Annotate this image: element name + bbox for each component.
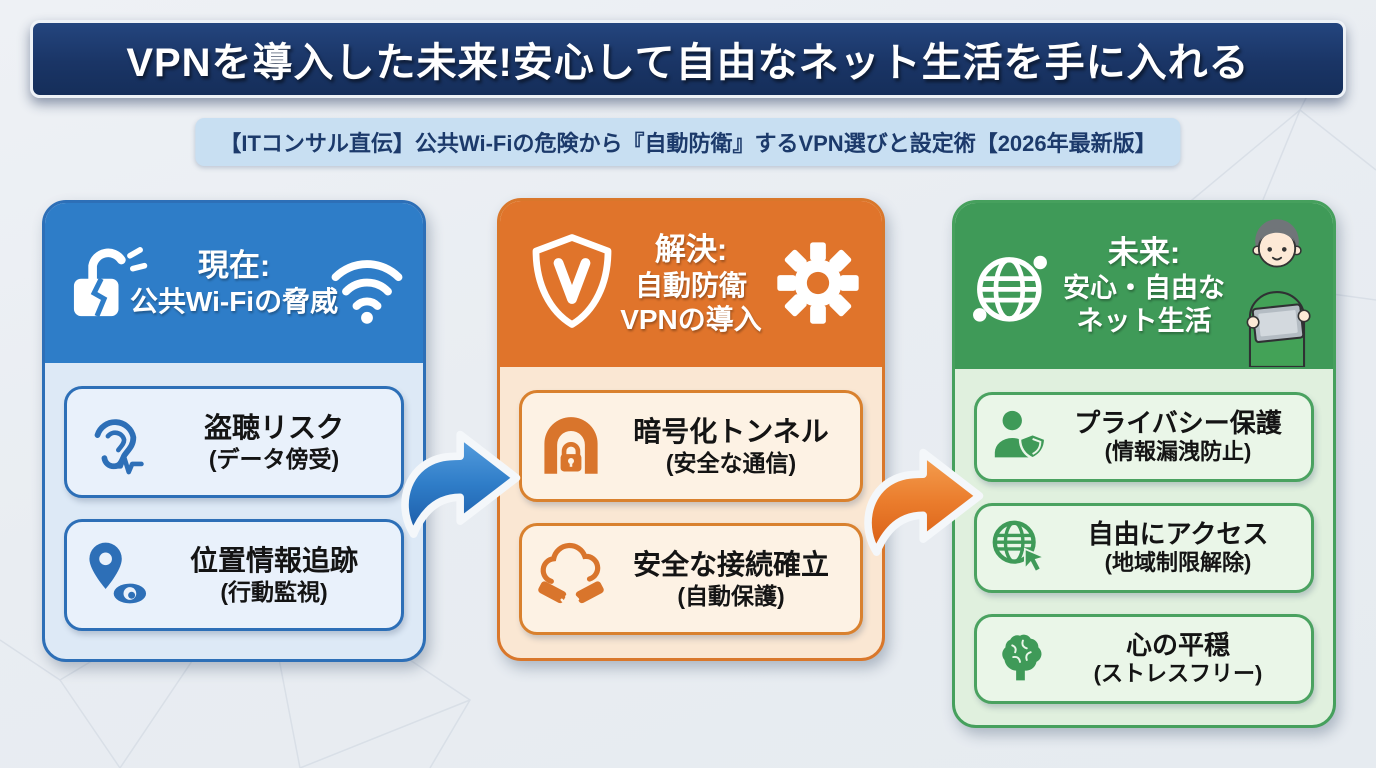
- globe-icon: [969, 245, 1055, 331]
- ear-wiretap-icon: [79, 405, 153, 479]
- person-tablet-illustration: [1225, 215, 1329, 368]
- item-text: 安全な接続確立 (自動保護): [632, 548, 829, 610]
- secure-handshake-icon: [534, 542, 608, 616]
- arrow-current-to-solution: [393, 406, 523, 554]
- list-item: 心の平穏 (ストレスフリー): [974, 614, 1314, 704]
- item-text: 心の平穏 (ストレスフリー): [1093, 629, 1263, 687]
- list-item: 位置情報追跡 (行動監視): [64, 519, 404, 631]
- card-solution-header: 解決: 自動防衛 VPNの導入: [500, 201, 882, 367]
- arrow-solution-to-future: [856, 424, 986, 572]
- card-solution-vpn: 解決: 自動防衛 VPNの導入: [497, 198, 885, 661]
- item-text: 位置情報追跡 (行動監視): [189, 544, 358, 606]
- peace-of-mind-icon: [989, 628, 1051, 690]
- wifi-icon: [325, 243, 409, 327]
- location-tracking-icon: [79, 538, 153, 612]
- item-text: 自由にアクセス (地域制限解除): [1087, 518, 1269, 576]
- card-future-header: 未来: 安心・自由な ネット生活: [955, 203, 1333, 369]
- gear-icon: [776, 241, 860, 325]
- list-item: 自由にアクセス (地域制限解除): [974, 503, 1314, 593]
- broken-lock-icon: [61, 237, 153, 329]
- card-solution-items: 暗号化トンネル (安全な通信) 安全な接続確立 (自動保護): [500, 367, 882, 658]
- card-solution-title: 解決: 自動防衛 VPNの導入: [620, 231, 762, 335]
- item-text: プライバシー保護 (情報漏洩防止): [1074, 407, 1282, 465]
- page-subtitle: 【ITコンサル直伝】公共Wi-Fiの危険から『自動防衛』するVPN選びと設定術【…: [195, 118, 1181, 166]
- vpn-shield-icon: [524, 231, 620, 331]
- card-current-threats: 現在: 公共Wi-Fiの脅威 盗聴リスク (データ傍受): [42, 200, 426, 662]
- encrypted-tunnel-icon: [534, 409, 608, 483]
- item-text: 暗号化トンネル (安全な通信): [633, 415, 829, 477]
- card-current-title: 現在: 公共Wi-Fiの脅威: [129, 248, 339, 317]
- title-banner: VPNを導入した未来!安心して自由なネット生活を手に入れる: [30, 20, 1346, 98]
- card-current-header: 現在: 公共Wi-Fiの脅威: [45, 203, 423, 363]
- item-text: 盗聴リスク (データ傍受): [203, 411, 344, 473]
- card-future-title: 未来: 安心・自由な ネット生活: [1063, 235, 1225, 336]
- privacy-shield-icon: [989, 406, 1051, 468]
- page-title: VPNを導入した未来!安心して自由なネット生活を手に入れる: [126, 41, 1250, 85]
- list-item: 暗号化トンネル (安全な通信): [519, 390, 863, 502]
- free-access-icon: [989, 517, 1051, 579]
- card-current-items: 盗聴リスク (データ傍受) 位置情報追跡 (行動監視): [45, 363, 423, 654]
- list-item: 盗聴リスク (データ傍受): [64, 386, 404, 498]
- list-item: プライバシー保護 (情報漏洩防止): [974, 392, 1314, 482]
- card-future-items: プライバシー保護 (情報漏洩防止) 自由にアクセス (地域制限解除): [955, 369, 1333, 725]
- card-future-life: 未来: 安心・自由な ネット生活: [952, 200, 1336, 728]
- list-item: 安全な接続確立 (自動保護): [519, 523, 863, 635]
